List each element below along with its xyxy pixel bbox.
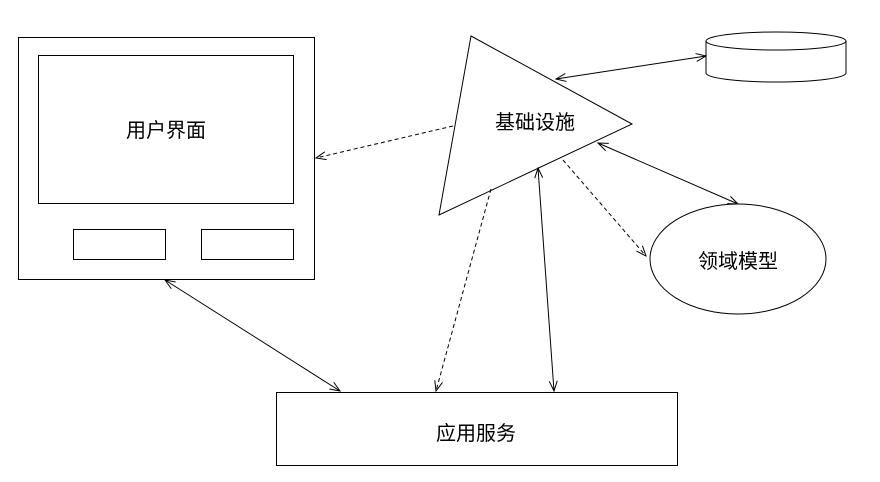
- ui-monitor-frame: [18, 37, 315, 280]
- ui-left-button: [73, 229, 166, 260]
- domain-model-label: 领域模型: [698, 249, 778, 273]
- edge-infra-app-solid: [538, 168, 554, 391]
- ui-right-button: [201, 229, 294, 260]
- infrastructure-label: 基础设施: [495, 110, 575, 134]
- ui-label: 用户界面: [126, 118, 206, 142]
- app-service-box: [276, 392, 678, 466]
- database-cylinder: [705, 31, 847, 83]
- edge-infra-domain-dashed: [562, 159, 646, 256]
- edge-ui-app: [165, 280, 340, 391]
- ui-screen: [38, 55, 294, 204]
- edge-infra-app-dashed: [436, 188, 492, 391]
- edge-infra-domain-solid: [598, 143, 738, 204]
- edge-infra-to-ui-dashed: [316, 125, 454, 158]
- app-service-label: 应用服务: [436, 421, 516, 445]
- edge-infra-database: [556, 56, 706, 79]
